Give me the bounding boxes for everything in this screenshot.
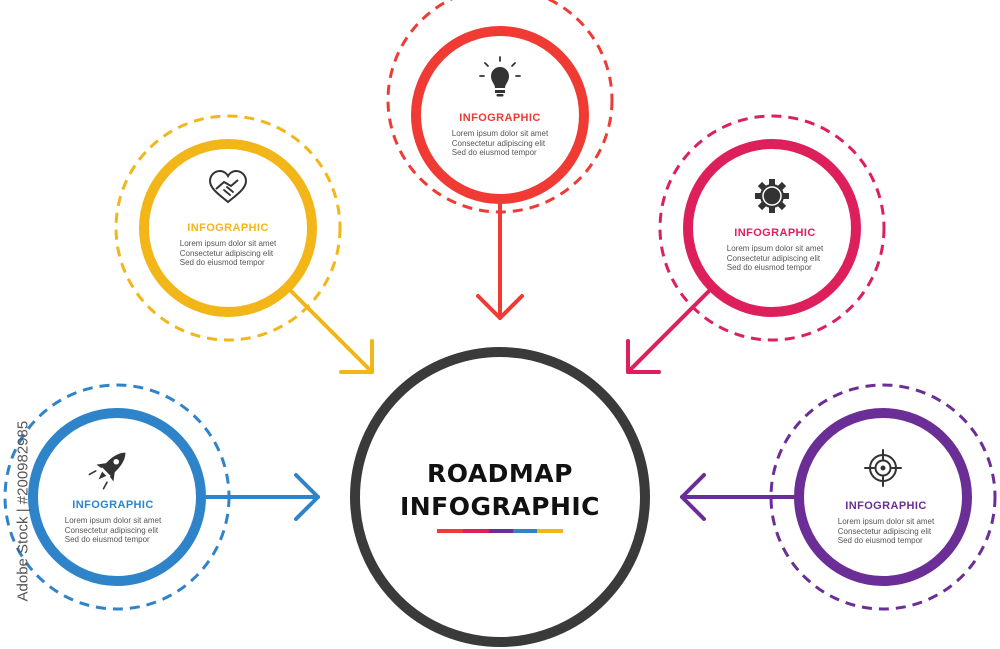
node-text-line: Sed do eiusmod tempor <box>64 535 150 544</box>
rocket-icon <box>88 452 126 490</box>
lower-right-arrow <box>680 473 801 521</box>
node-text-line: Lorem ipsum dolor sit amet <box>451 129 549 138</box>
gear-icon <box>755 179 789 213</box>
node-text-line: Sed do eiusmod tempor <box>179 258 265 267</box>
lightbulb-icon <box>479 56 521 97</box>
center-ring <box>350 347 650 647</box>
center-title-line1: ROADMAP <box>427 459 573 488</box>
lower-right-ring <box>794 408 972 586</box>
upper-right-ring <box>683 139 861 317</box>
node-text-line: Lorem ipsum dolor sit amet <box>179 239 277 248</box>
node-text-line: Lorem ipsum dolor sit amet <box>837 517 935 526</box>
node-title: INFOGRAPHIC <box>845 500 927 512</box>
node-text-line: Sed do eiusmod tempor <box>837 536 923 545</box>
upper-left-arrow <box>286 286 374 374</box>
node-text-line: Sed do eiusmod tempor <box>451 148 537 157</box>
target-icon <box>864 449 902 487</box>
lower-left-arrow <box>199 473 320 521</box>
node-title: INFOGRAPHIC <box>734 227 816 239</box>
node-upper-left: INFOGRAPHIC Lorem ipsum dolor sit amet C… <box>148 222 308 270</box>
node-text-line: Consectetur adipiscing elit <box>179 248 274 258</box>
node-title: INFOGRAPHIC <box>72 499 154 511</box>
lower-right-dashed-ring <box>769 383 997 611</box>
lower-left-ring <box>28 408 206 586</box>
node-title: INFOGRAPHIC <box>459 112 541 124</box>
node-lower-left: INFOGRAPHIC Lorem ipsum dolor sit amet C… <box>33 499 193 547</box>
node-text-line: Consectetur adipiscing elit <box>451 138 546 148</box>
center-title-line2: INFOGRAPHIC <box>399 492 601 521</box>
upper-right-arrow <box>626 286 714 374</box>
upper-right-dashed-ring <box>658 114 886 342</box>
center-title: ROADMAP INFOGRAPHIC <box>360 457 640 523</box>
node-top: INFOGRAPHIC Lorem ipsum dolor sit amet C… <box>420 112 580 160</box>
node-text-line: Consectetur adipiscing elit <box>64 525 159 535</box>
node-text-line: Consectetur adipiscing elit <box>726 253 821 263</box>
handshake-heart-icon <box>208 169 248 204</box>
node-title: INFOGRAPHIC <box>187 222 269 234</box>
node-text-line: Sed do eiusmod tempor <box>726 263 812 272</box>
stock-watermark: Adobe Stock | #200982985 <box>14 420 32 602</box>
node-text-line: Lorem ipsum dolor sit amet <box>64 516 162 525</box>
node-text-line: Lorem ipsum dolor sit amet <box>726 244 824 253</box>
upper-left-ring <box>139 139 317 317</box>
node-lower-right: INFOGRAPHIC Lorem ipsum dolor sit amet C… <box>806 500 966 548</box>
node-upper-right: INFOGRAPHIC Lorem ipsum dolor sit amet C… <box>695 227 855 275</box>
upper-left-dashed-ring <box>114 114 342 342</box>
center-underline <box>437 529 563 533</box>
node-text-line: Consectetur adipiscing elit <box>837 526 932 536</box>
top-arrow <box>476 197 524 320</box>
